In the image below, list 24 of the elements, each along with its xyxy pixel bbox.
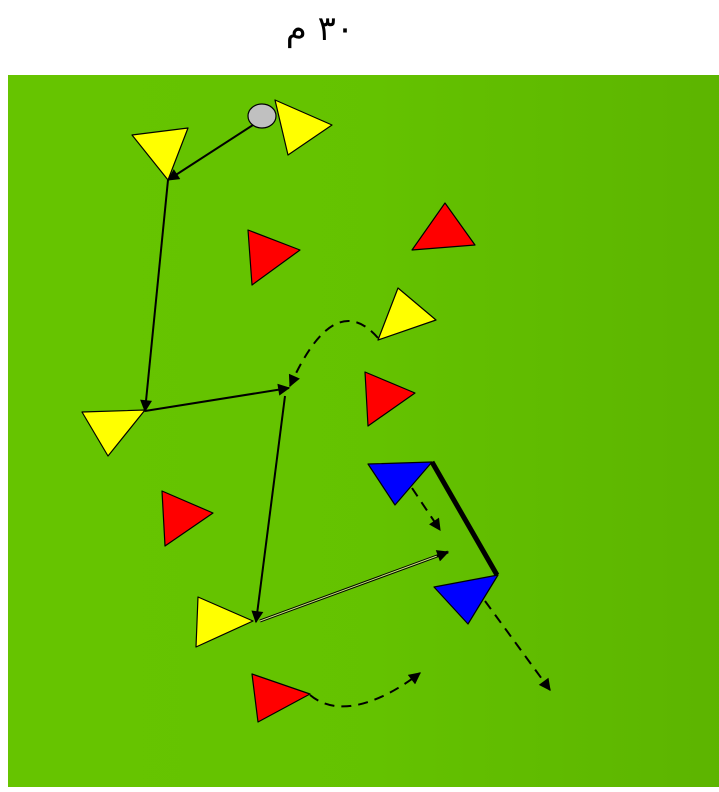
run-arrow: [289, 320, 379, 388]
player-marker: [131, 127, 189, 181]
line: [430, 460, 500, 576]
arrow: [167, 124, 254, 181]
field-length-title: ۳۰ م: [284, 8, 356, 51]
run-arrow: [411, 487, 441, 531]
player-marker: [195, 596, 254, 648]
arrow: [144, 384, 290, 412]
player-marker: [251, 673, 311, 723]
player-marker: [364, 371, 416, 427]
player-marker: [81, 409, 146, 457]
arrow: [140, 180, 169, 412]
arrow: [251, 396, 286, 624]
pass-arrow: [259, 550, 450, 622]
run-arrow: [309, 672, 421, 708]
player-marker: [433, 574, 499, 625]
run-arrow: [484, 600, 551, 691]
player-marker: [411, 202, 476, 251]
ball: [247, 103, 277, 129]
player-marker: [377, 287, 437, 341]
player-marker: [367, 461, 433, 506]
player-marker: [274, 99, 333, 156]
player-marker: [247, 229, 301, 286]
player-marker: [161, 490, 214, 547]
